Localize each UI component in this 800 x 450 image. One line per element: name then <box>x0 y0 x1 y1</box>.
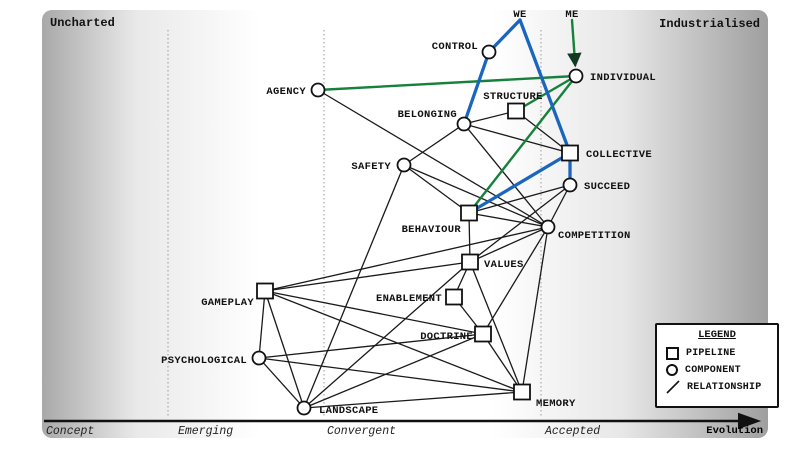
axis-stage-convergent: Convergent <box>327 425 396 438</box>
node-label-agency: AGENCY <box>266 86 306 98</box>
edge-landscape-doctrine <box>303 333 484 409</box>
node-label-we: WE <box>513 9 526 21</box>
edge-values-memory <box>469 261 523 393</box>
pipeline-square-icon <box>666 347 679 360</box>
edge-succeed-competition <box>547 184 571 228</box>
node-competition[interactable] <box>540 219 556 235</box>
edge-we-control <box>487 18 522 54</box>
edge-collective-behaviour <box>467 151 572 215</box>
edge-competition-doctrine <box>482 226 549 335</box>
legend-item-label: PIPELINE <box>686 348 736 359</box>
node-label-succeed: SUCCEED <box>584 181 630 193</box>
edge-individual-agency <box>316 74 578 92</box>
edge-values-gameplay <box>264 261 471 292</box>
node-behaviour[interactable] <box>460 204 478 222</box>
relationship-line-icon <box>666 380 680 394</box>
node-memory[interactable] <box>513 383 531 401</box>
legend-item-pipeline: PIPELINE <box>657 345 777 362</box>
edge-safety-competition <box>403 164 549 228</box>
edge-succeed-values <box>469 184 571 263</box>
edge-landscape-memory <box>303 391 523 409</box>
edge-safety-behaviour <box>403 164 470 214</box>
node-safety[interactable] <box>396 157 412 173</box>
legend-box: LEGEND PIPELINE COMPONENT RELATIONSHIP <box>655 323 779 408</box>
edge-control-belonging <box>462 50 491 126</box>
legend-title: LEGEND <box>698 329 736 341</box>
node-enablement[interactable] <box>445 288 463 306</box>
node-structure[interactable] <box>507 102 525 120</box>
edge-belonging-competition <box>463 123 549 228</box>
zone-label-industrialised: Industrialised <box>659 17 760 31</box>
edge-gameplay-competition <box>264 226 549 292</box>
legend-item-label: COMPONENT <box>685 364 741 376</box>
node-label-safety: SAFETY <box>351 161 391 173</box>
legend-item-relationship: RELATIONSHIP <box>657 378 777 396</box>
edge-behaviour-competition <box>468 212 549 228</box>
node-belonging[interactable] <box>456 116 472 132</box>
node-label-landscape: LANDSCAPE <box>319 405 378 417</box>
node-label-behaviour: BEHAVIOUR <box>402 224 462 236</box>
edge-agency-competition <box>317 89 549 228</box>
node-agency[interactable] <box>310 82 326 98</box>
edge-belonging-collective <box>463 123 571 154</box>
edge-we-collective <box>518 18 572 155</box>
node-label-belonging: BELONGING <box>398 109 457 121</box>
edge-individual-behaviour <box>467 74 578 215</box>
edge-safety-belonging <box>403 123 465 166</box>
edge-me-individual <box>567 18 582 68</box>
node-label-memory: MEMORY <box>536 398 576 410</box>
node-label-gameplay: GAMEPLAY <box>201 297 254 309</box>
axis-arrow-label: Evolution <box>706 425 763 437</box>
edge-gameplay-psychological <box>258 290 266 359</box>
node-psychological[interactable] <box>251 350 267 366</box>
node-landscape[interactable] <box>296 400 312 416</box>
edge-gameplay-doctrine <box>264 290 484 335</box>
edge-values-landscape <box>303 261 471 409</box>
node-label-structure: STRUCTURE <box>483 91 542 103</box>
node-label-control: CONTROL <box>432 41 478 53</box>
edge-competition-memory <box>521 226 549 393</box>
edge-succeed-behaviour <box>468 184 571 214</box>
edge-structure-collective <box>515 110 571 154</box>
edge-psychological-memory <box>258 357 523 393</box>
node-label-psychological: PSYCHOLOGICAL <box>161 355 247 367</box>
edge-gameplay-memory <box>264 290 523 393</box>
edge-psychological-doctrine <box>258 333 484 359</box>
node-doctrine[interactable] <box>474 325 492 343</box>
component-circle-icon <box>666 364 678 376</box>
node-control[interactable] <box>481 44 497 60</box>
node-label-doctrine: DOCTRINE <box>420 331 473 343</box>
node-individual[interactable] <box>568 68 584 84</box>
node-label-values: VALUES <box>484 259 524 271</box>
edge-psychological-landscape <box>258 357 305 409</box>
axis-stage-concept: Concept <box>46 425 94 438</box>
edge-doctrine-memory <box>482 333 523 393</box>
node-collective[interactable] <box>561 144 579 162</box>
edge-gameplay-landscape <box>264 290 305 409</box>
axis-stage-accepted: Accepted <box>544 425 600 438</box>
node-label-me: ME <box>565 9 578 21</box>
node-label-competition: COMPETITION <box>558 230 631 242</box>
zone-label-uncharted: Uncharted <box>50 16 115 30</box>
node-values[interactable] <box>461 253 479 271</box>
diagram-layer: WE ME AGENCY CONTROL INDIVIDUAL STRUCTURE BELO… <box>161 9 656 418</box>
edge-safety-landscape <box>303 164 405 409</box>
node-label-individual: INDIVIDUAL <box>590 72 656 84</box>
legend-item-label: RELATIONSHIP <box>687 381 762 393</box>
axis-stage-emerging: Emerging <box>178 425 233 438</box>
node-label-collective: COLLECTIVE <box>586 149 652 161</box>
node-label-enablement: ENABLEMENT <box>376 293 442 305</box>
node-succeed[interactable] <box>562 177 578 193</box>
node-gameplay[interactable] <box>256 282 274 300</box>
legend-item-component: COMPONENT <box>657 362 777 378</box>
edge-competition-values <box>469 226 549 263</box>
